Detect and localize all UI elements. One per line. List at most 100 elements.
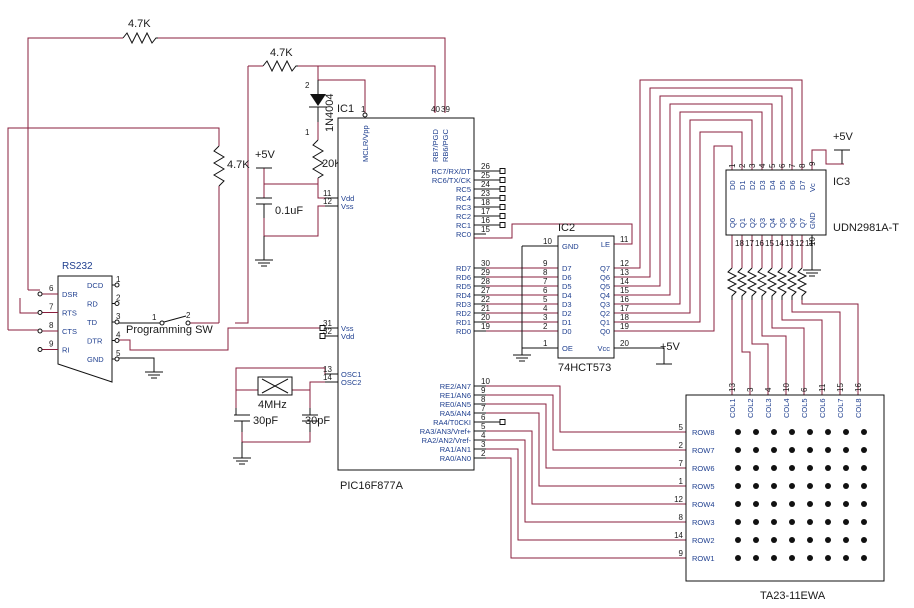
ic2-pinnum-16: 16: [620, 295, 629, 304]
switch-pin-b: 2: [186, 311, 191, 320]
ic3-pinnum-4: 4: [758, 163, 767, 168]
led-dot: [753, 519, 759, 525]
ic1-pinnum-7: 7: [481, 404, 486, 413]
matrix-row-pin-9: 9: [679, 549, 684, 558]
resistor-mid-value: 4.7K: [270, 47, 293, 59]
ic2-74hct573: IC2 74HCT573 GND10D79D68D57D46D35D24D13D…: [543, 222, 629, 374]
ic1-pinnum-22: 22: [481, 295, 490, 304]
ic1-pinnum-15: 15: [481, 225, 490, 234]
ic1-pinnum-3: 3: [481, 440, 486, 449]
ic1-pinnum-5: 5: [481, 422, 486, 431]
ic2-pinnum-2: 2: [543, 322, 548, 331]
ic1-pinnum-12: 12: [323, 197, 332, 206]
led-dot: [735, 519, 741, 525]
ic2-label: IC2: [558, 222, 575, 234]
ic1-pin-rc5: RC5: [456, 185, 471, 194]
led-dot: [825, 483, 831, 489]
ground-ic2: [513, 354, 531, 362]
led-dot: [843, 519, 849, 525]
ic3-pinnum-8: 8: [798, 163, 807, 168]
ic1-pin-rb6pgc: RB6/PGC: [441, 128, 450, 162]
ic1-pin-re1an6: RE1/AN6: [440, 391, 471, 400]
matrix-col-pin-13: 13: [728, 383, 737, 392]
ic2-pinnum-17: 17: [620, 304, 629, 313]
matrix-row-row1: ROW1: [692, 554, 715, 563]
switch-pin-a: 1: [152, 313, 157, 322]
ic1-pin-rc6txck: RC6/TX/CK: [432, 176, 471, 185]
rs232-name-dsr: DSR: [62, 290, 78, 299]
ic3-pin-d0-in: D0: [728, 180, 737, 190]
ic1-pinnum-20: 20: [481, 313, 490, 322]
ic3-pin-d7-in: D7: [798, 180, 807, 190]
ic2-pinnum-8: 8: [543, 268, 548, 277]
ic1-pin-rb7pgd: RB7/PGD: [431, 128, 440, 162]
ic1-pinnum-19: 19: [481, 322, 490, 331]
matrix-row-row8: ROW8: [692, 428, 715, 437]
capacitor-osc1: 30pF: [234, 408, 278, 432]
matrix-row-pin-12: 12: [674, 495, 683, 504]
rs232-name-td: TD: [87, 318, 98, 327]
ic2-pin-le: LE: [601, 240, 610, 249]
rs232-num-5: 5: [116, 349, 121, 358]
ic1-pinnum-2: 2: [481, 449, 486, 458]
capacitor-osc2-value: 30pF: [305, 415, 330, 427]
rs232-name-cts: CTS: [62, 327, 77, 336]
led-dot: [861, 447, 867, 453]
ic2-pin-q6: Q6: [600, 273, 610, 282]
rs232-num-7: 7: [49, 303, 54, 312]
ic2-pin-q1: Q1: [600, 318, 610, 327]
ic3-pin-q1-out: Q1: [738, 218, 747, 228]
ic1-pinnum-21: 21: [481, 304, 490, 313]
ic1-pinnum-9: 9: [481, 386, 486, 395]
ic2-pin-d4: D4: [562, 291, 572, 300]
ic2-pinnum-6: 6: [543, 286, 548, 295]
led-dot: [789, 501, 795, 507]
led-dot: [861, 501, 867, 507]
ground-rs232: [145, 371, 163, 379]
led-dot: [861, 555, 867, 561]
ic3-pin-d6-in: D6: [788, 180, 797, 190]
ic1-right-pins: RC7/RX/DT26RC6/TX/CK25RC524RC423RC318RC2…: [420, 162, 506, 463]
matrix-col-col8: COL8: [854, 398, 863, 418]
led-dot: [771, 555, 777, 561]
ic1-pinnum-24: 24: [481, 180, 490, 189]
ic1-pin-rd6: RD6: [456, 273, 471, 282]
ic2-pin-q4: Q4: [600, 291, 610, 300]
rs232-num-8: 8: [49, 321, 54, 330]
ic1-pin-rd3: RD3: [456, 300, 471, 309]
ic2-pinnum-4: 4: [543, 304, 548, 313]
ic1-pin-rd0: RD0: [456, 327, 471, 336]
led-dot: [861, 483, 867, 489]
ic1-pinnum-31: 31: [323, 319, 332, 328]
capacitor-osc1-value: 30pF: [253, 415, 278, 427]
wires-black: [115, 150, 843, 458]
resistor-vdd: 20K: [312, 139, 342, 179]
ic2-pin-d0: D0: [562, 327, 572, 336]
led-dot: [807, 537, 813, 543]
led-dot: [807, 483, 813, 489]
ic3-pin-d1-in: D1: [738, 180, 747, 190]
ic1-pinnum-1: 1: [361, 105, 366, 114]
ic1-pinnum-18: 18: [481, 198, 490, 207]
ic3-pinnum-7: 7: [788, 163, 797, 168]
ic3-pinnum-3: 3: [748, 163, 757, 168]
ic3-pinnum-5: 5: [768, 163, 777, 168]
ic1-pin-vss-12: Vss: [341, 202, 354, 211]
ic3-pinnum-14: 14: [775, 239, 784, 248]
led-dot: [825, 537, 831, 543]
ic1-pin-ra3an3vref: RA3/AN3/Vref+: [420, 427, 472, 436]
led-dot: [789, 555, 795, 561]
ic2-pinnum-13: 13: [620, 268, 629, 277]
ic1-pin-rc7rxdt: RC7/RX/DT: [431, 167, 471, 176]
resistor-left: 4.7K: [213, 145, 250, 187]
led-dot: [735, 537, 741, 543]
ic3-pinnum-18: 18: [735, 239, 744, 248]
rs232-num-9: 9: [49, 340, 54, 349]
ic3-vc-name: Vc: [808, 183, 817, 192]
ic2-right-pins: LE11Q712Q613Q514Q415Q316Q217Q118Q019Vcc2…: [597, 235, 629, 353]
led-dot: [789, 519, 795, 525]
